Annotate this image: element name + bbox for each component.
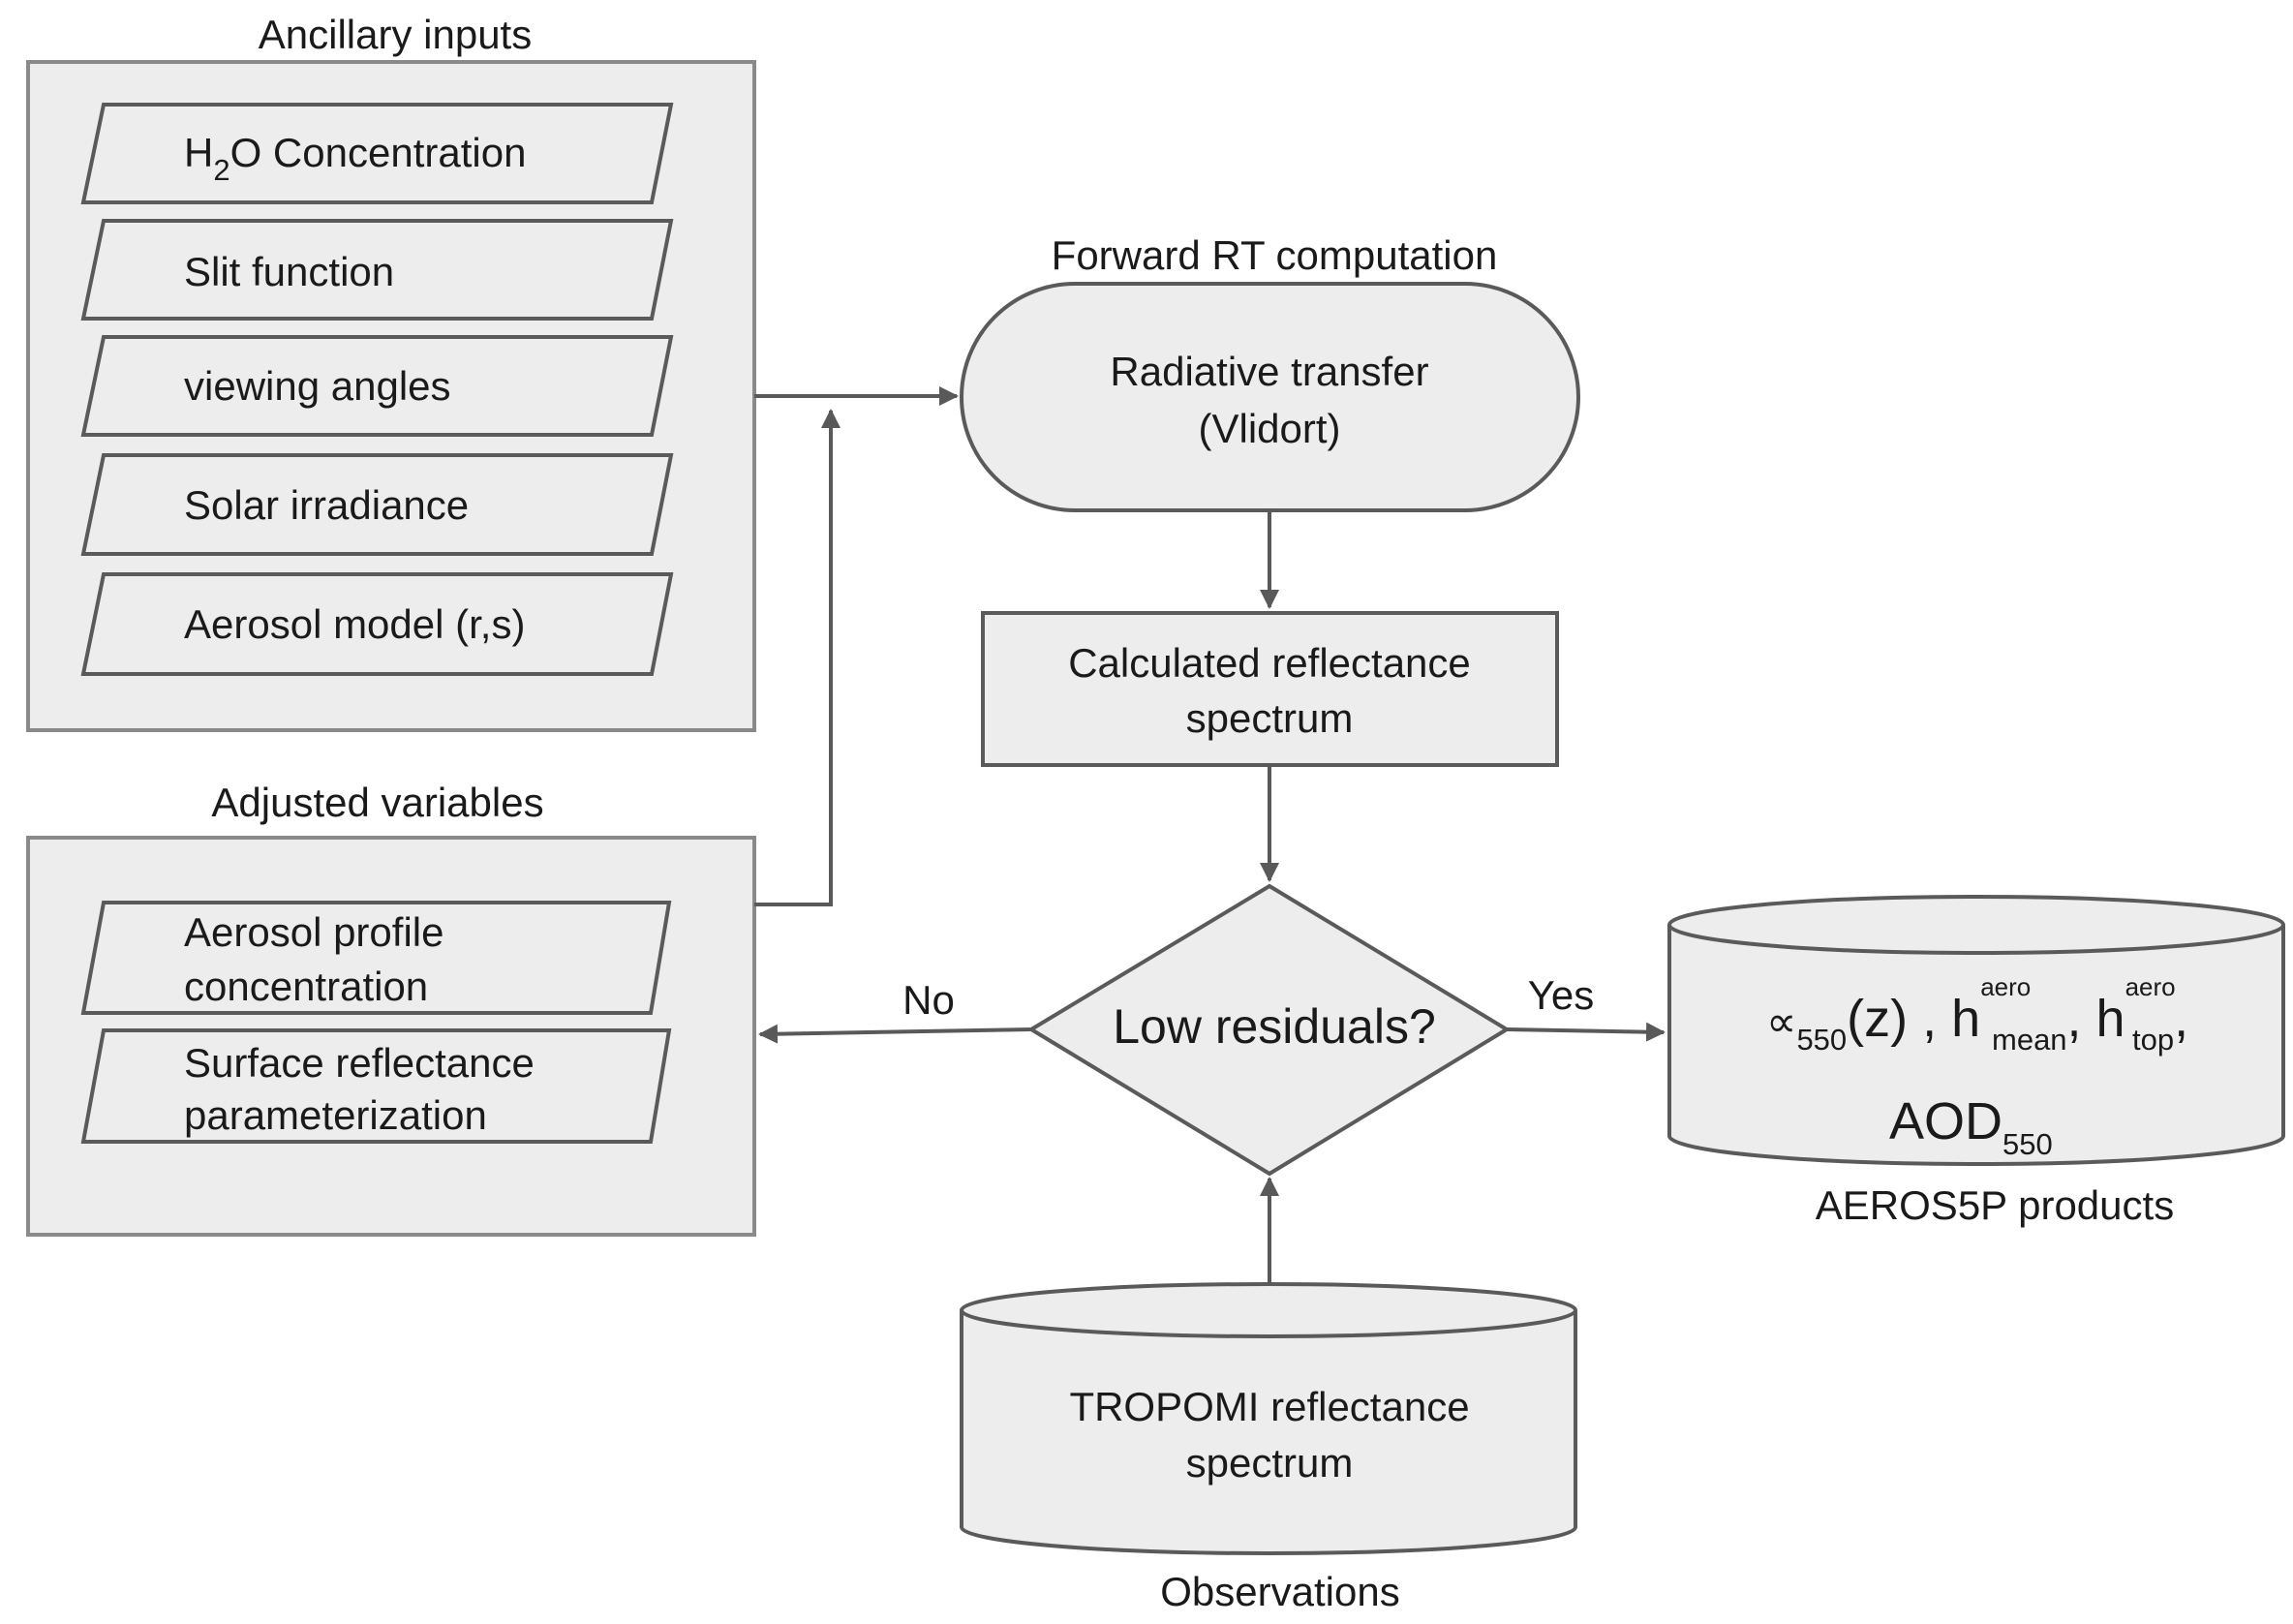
edge-decision-no <box>758 1024 1032 1044</box>
trailing-comma: , <box>2174 990 2188 1048</box>
ancillary-inputs-title: Ancillary inputs <box>259 12 532 57</box>
no-edge-label: No <box>902 977 955 1023</box>
calculated-reflectance-label-line2: spectrum <box>1186 695 1354 741</box>
h-mean-superscript: aero <box>1980 972 2031 1001</box>
alpha-subscript: 550 <box>1796 1023 1847 1057</box>
h2o-suffix: O Concentration <box>230 130 527 175</box>
svg-text:H2O Concentration: H2O Concentration <box>184 130 526 187</box>
tropomi-label-line1: TROPOMI reflectance <box>1069 1384 1469 1429</box>
aod-subscript: 550 <box>2003 1127 2053 1161</box>
radiative-transfer-label-line1: Radiative transfer <box>1110 349 1428 394</box>
low-residuals-label: Low residuals? <box>1113 999 1436 1054</box>
h2o-subscript: 2 <box>213 153 229 187</box>
calculated-reflectance-label-line1: Calculated reflectance <box>1068 640 1471 686</box>
alpha-symbol: ∝ <box>1766 998 1796 1046</box>
tropomi-label-line2: spectrum <box>1186 1440 1354 1486</box>
viewing-angles-label: viewing angles <box>184 363 451 409</box>
edge-adjusted-to-forward <box>754 409 841 906</box>
aeros5p-caption: AEROS5P products <box>1816 1182 2174 1228</box>
edge-decision-yes <box>1506 1022 1666 1042</box>
forward-rt-title: Forward RT computation <box>1052 232 1498 278</box>
viewing-angles-input: viewing angles <box>80 335 674 437</box>
surface-reflectance-label-line1: Surface reflectance <box>184 1040 535 1086</box>
adjusted-variables-panel: Adjusted variables Aerosol profile conce… <box>26 780 756 1237</box>
yes-edge-label: Yes <box>1528 972 1595 1018</box>
h-top-subscript: top <box>2132 1023 2174 1057</box>
observations-caption: Observations <box>1160 1569 1399 1614</box>
h2o-prefix: H <box>184 130 213 175</box>
aerosol-profile-label-line2: concentration <box>184 964 428 1009</box>
connectors: No Yes <box>754 386 1666 1284</box>
radiative-transfer-label-line2: (Vlidort) <box>1198 406 1340 451</box>
z-and-h: (z) , h <box>1847 990 1980 1048</box>
comma-h: , h <box>2067 990 2125 1048</box>
h2o-concentration-input: H2O Concentration <box>80 103 674 204</box>
surface-reflectance-input: Surface reflectance parameterization <box>80 1028 672 1144</box>
h-top-superscript: aero <box>2125 972 2176 1001</box>
solar-irradiance-input: Solar irradiance <box>80 453 674 556</box>
aerosol-model-input: Aerosol model (r,s) <box>80 572 674 676</box>
solar-irradiance-label: Solar irradiance <box>184 482 469 528</box>
products-formula-line2: AOD550 <box>1889 1092 2053 1161</box>
slit-function-input: Slit function <box>80 219 674 321</box>
h-mean-subscript: mean <box>1992 1023 2067 1057</box>
aerosol-model-label: Aerosol model (r,s) <box>184 601 525 647</box>
adjusted-variables-title: Adjusted variables <box>211 780 543 825</box>
aerosol-profile-input: Aerosol profile concentration <box>80 901 672 1015</box>
surface-reflectance-label-line2: parameterization <box>184 1092 487 1138</box>
aerosol-profile-label-line1: Aerosol profile <box>184 909 443 955</box>
tropomi-observations-node: TROPOMI reflectance spectrum Observation… <box>960 1282 1577 1614</box>
aod-label: AOD <box>1889 1092 2003 1150</box>
slit-function-label: Slit function <box>184 249 394 294</box>
forward-rt-node: Forward RT computation Radiative transfe… <box>960 232 1580 512</box>
ancillary-inputs-panel: Ancillary inputs H2O Concentration Slit … <box>26 12 756 732</box>
low-residuals-decision: Low residuals? <box>1027 883 1511 1177</box>
calculated-reflectance-node: Calculated reflectance spectrum <box>981 611 1559 767</box>
